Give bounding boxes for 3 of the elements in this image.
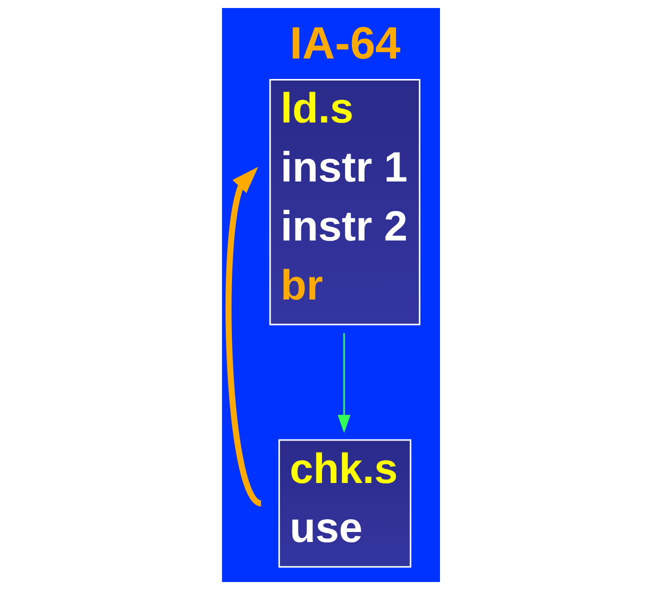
arrow [337, 333, 350, 434]
arrow [225, 166, 262, 506]
node-label: IA-64 [289, 18, 400, 69]
